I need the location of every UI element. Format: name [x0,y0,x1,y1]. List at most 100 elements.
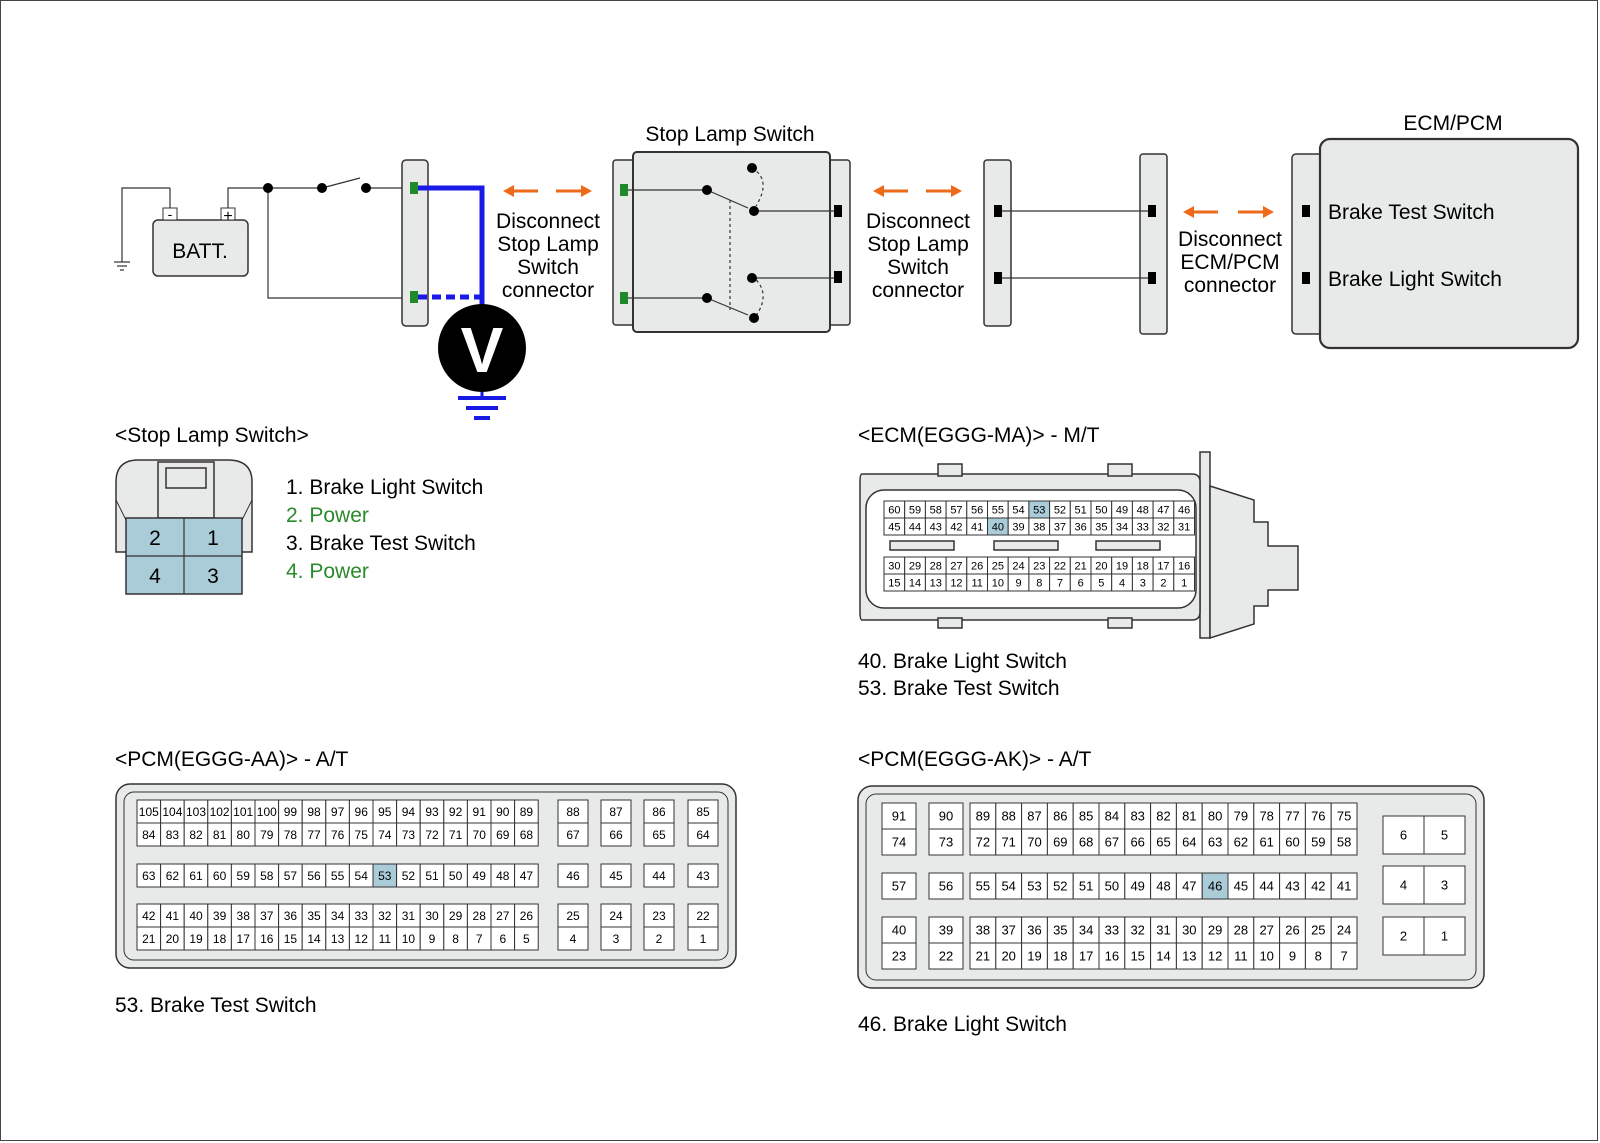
pin-number: 53 [1027,879,1041,894]
pin-cell: 10 [1253,942,1281,970]
pin-cell: 74 [881,828,917,856]
pin-cell: 86 [643,799,675,824]
pin-cell-box [1098,872,1126,900]
pin-cell: 43 [1279,872,1306,900]
pin-cell: 76 [1304,802,1332,830]
pin-number: 97 [331,805,345,819]
pin-cell: 92 [443,799,468,824]
disconnect-label-1: Disconnect Stop Lamp Switch connector [496,210,600,302]
stop-lamp-legend-item: 4. Power [286,560,369,583]
pin-cell: 74 [372,822,398,847]
pin-number: 28 [473,909,487,923]
pin-number: 28 [1234,923,1248,938]
pin-cell: 3 [600,926,632,951]
pin-number: 63 [142,869,156,883]
pin-number: 43 [1285,879,1299,894]
pin-cell: 41 [1330,872,1358,900]
pin-cell: 66 [1124,828,1152,856]
pin-number: 92 [449,805,463,819]
pin-number: 80 [237,828,251,842]
pin-cell: 20 [995,942,1023,970]
pin-cell-box [600,822,632,847]
pin-cell: 99 [278,799,303,824]
pin-cell-box [1423,865,1466,905]
pin-cell-box [514,822,539,847]
pin-cell: 59 [230,863,256,888]
pin-number: 22 [939,949,953,964]
pin-number: 53 [1033,504,1045,516]
pin-number: 10 [1259,949,1273,964]
pin-number: 6 [499,932,506,946]
pin-cell: 86 [1046,802,1074,830]
pin-number: 86 [652,805,666,819]
pin-number: 56 [971,504,983,516]
pin-number: 78 [284,828,298,842]
pin-number: 6 [1078,577,1084,589]
pin-cell: 33 [1098,916,1126,944]
pin-cell: 11 [1227,942,1255,970]
pin-cell-box [1253,872,1281,900]
pin-cell: 50 [1090,500,1113,519]
stop-lamp-legend-item: 2. Power [286,504,369,527]
pin-number: 91 [892,809,906,824]
disconnect-label-2-line-4: connector [872,279,964,302]
pin-number: 9 [1289,949,1296,964]
pin-cell-box [928,942,964,970]
pin-cell: 51 [1072,872,1100,900]
pin-cell: 29 [904,556,926,575]
pin-cell: 58 [1330,828,1358,856]
pin-cell-box [969,916,997,944]
pin-cell-box [687,926,719,951]
pin-number: 2 [1400,929,1407,944]
pin-number: 12 [950,577,962,589]
ecm-ma-housing [859,451,1299,640]
pin-cell: 70 [466,822,492,847]
pin-cell: 101 [230,799,256,824]
pin-cell: 24 [600,903,632,928]
pin-cell: 10 [396,926,421,951]
pin-number: 29 [449,909,463,923]
pin-number: 17 [1157,560,1169,572]
pin-number: 55 [976,879,990,894]
pin-cell: 57 [881,872,917,900]
pin-number: 16 [260,932,274,946]
pin-cell: 30 [883,556,906,575]
pin-cell: 10 [987,573,1009,592]
pin-cell-box [643,926,675,951]
pin-cell: 2 [1382,916,1425,956]
pin-cell: 7 [466,926,492,951]
pin-number: 20 [1001,949,1015,964]
pin-number: 82 [189,828,203,842]
pin-cell-box [687,863,719,888]
pin-number: 15 [888,577,900,589]
pin-number: 32 [378,909,392,923]
pin-cell: 79 [254,822,280,847]
pin-number: 16 [1105,949,1119,964]
pin-number: 89 [976,809,990,824]
ecm-ma-note-1: 40. Brake Light Switch [858,650,1067,673]
pin-cell: 16 [1098,942,1126,970]
pin-cell: 37 [254,903,280,928]
pin-cell: 5 [514,926,539,951]
pin-cell: 38 [969,916,997,944]
pin-number: 65 [652,828,666,842]
pin-number: 57 [284,869,298,883]
pin-cell: 75 [1330,802,1358,830]
pin-cell: 55 [987,500,1009,519]
pin-cell: 25 [987,556,1009,575]
pin-cell: 45 [1227,872,1255,900]
pin-number: 25 [1311,923,1325,938]
pin-number: 14 [1156,949,1170,964]
pin-number: 15 [1130,949,1144,964]
pin-cell-box [1072,916,1100,944]
pin-number: 24 [1337,923,1351,938]
pin-number: 32 [1157,521,1169,533]
pin-number: 26 [520,909,534,923]
pin-number: 65 [1156,835,1170,850]
pin-cell-box [881,916,917,944]
pin-cell: 64 [687,822,719,847]
pin-number: 35 [1095,521,1107,533]
pin-cell: 80 [230,822,256,847]
pin-number: 3 [1140,577,1146,589]
